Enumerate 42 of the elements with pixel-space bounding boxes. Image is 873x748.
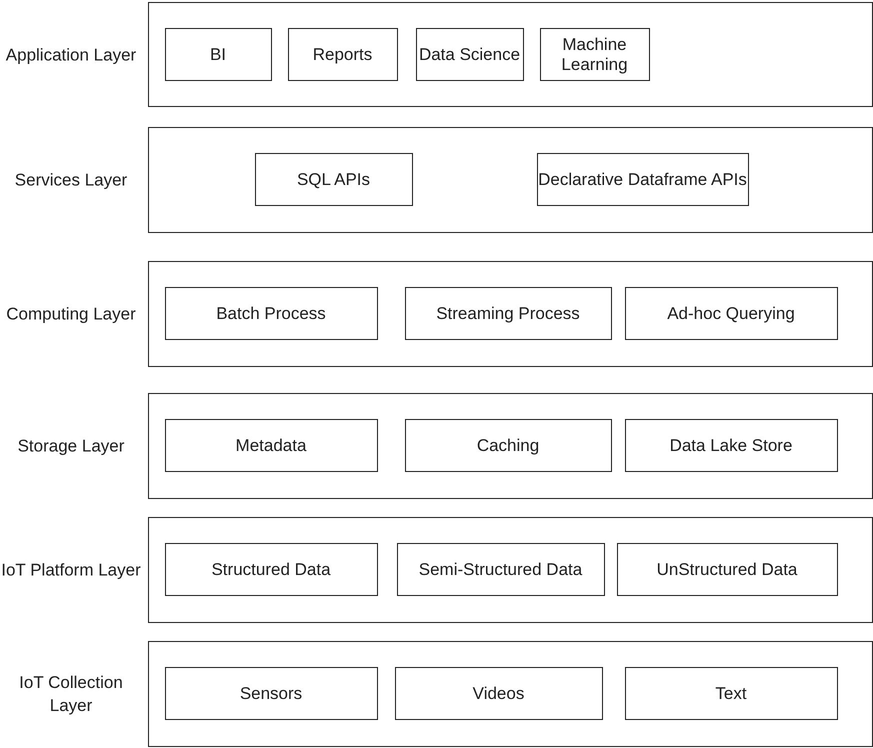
component-label: Data Science bbox=[418, 44, 520, 64]
component-label: SQL APIs bbox=[296, 170, 370, 190]
component-box bbox=[540, 28, 650, 81]
component-label: Declarative Dataframe APIs bbox=[538, 170, 747, 190]
component-label: Caching bbox=[476, 436, 540, 456]
component-box bbox=[404, 419, 612, 472]
component-label: Streaming Process bbox=[436, 304, 580, 324]
layer-label: Services Layer bbox=[14, 170, 128, 192]
component-label: Semi-Structured Data bbox=[418, 560, 582, 580]
component-box bbox=[164, 287, 378, 340]
layer-label: Storage Layer bbox=[16, 436, 126, 458]
component-label: Batch Process bbox=[216, 304, 326, 324]
component-box bbox=[394, 667, 602, 720]
component-box bbox=[536, 153, 748, 206]
component-label: Reports bbox=[312, 44, 372, 64]
component-label: Metadata bbox=[236, 436, 306, 456]
component-box bbox=[396, 543, 604, 596]
component-box bbox=[164, 543, 378, 596]
component-box bbox=[624, 419, 838, 472]
component-label: Videos bbox=[472, 684, 524, 704]
component-box bbox=[616, 543, 838, 596]
component-box bbox=[624, 287, 838, 340]
component-label: Data Lake Store bbox=[670, 436, 792, 456]
layer-label: Computing Layer bbox=[5, 304, 137, 326]
component-box bbox=[416, 28, 524, 81]
component-label: Sensors bbox=[240, 684, 302, 704]
component-label: UnStructured Data bbox=[656, 560, 798, 580]
component-box bbox=[254, 153, 412, 206]
component-box bbox=[164, 667, 378, 720]
component-box bbox=[288, 28, 398, 81]
component-box bbox=[164, 419, 378, 472]
layer-label: IoT Platform Layer bbox=[1, 560, 141, 582]
component-label: Structured Data bbox=[211, 560, 331, 580]
component-label: Ad-hoc Querying bbox=[667, 304, 795, 324]
component-label: Machine Learning bbox=[560, 34, 629, 74]
component-box bbox=[624, 667, 838, 720]
layer-label: IoT Collection Layer bbox=[18, 672, 124, 717]
component-label: BI bbox=[210, 44, 226, 64]
component-box bbox=[164, 28, 272, 81]
component-label: Text bbox=[715, 684, 747, 704]
layer-label: Application Layer bbox=[4, 44, 138, 66]
component-box bbox=[404, 287, 612, 340]
